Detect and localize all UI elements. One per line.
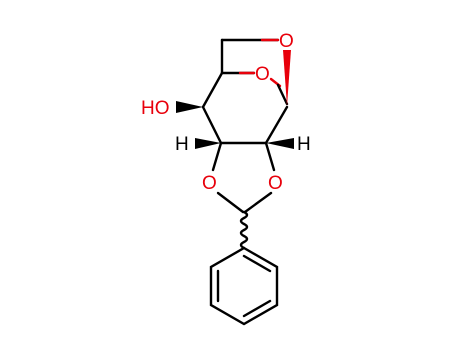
atom-o-dioxolane-left: O — [202, 173, 217, 194]
bond-acetal-phenyl-wavy — [239, 210, 249, 250]
bond-oleft-acetal — [216, 191, 245, 214]
atom-labels: O O HO H H O O — [141, 31, 311, 194]
bonds — [201, 38, 289, 326]
wedges — [176, 50, 294, 149]
atom-o-dioxolane-right: O — [268, 173, 283, 194]
bond-c2-c1 — [264, 105, 289, 145]
atom-hydroxyl: HO — [141, 98, 170, 119]
bond-oright-acetal — [243, 191, 273, 214]
wedge-c4-hydroxyl — [176, 101, 203, 113]
phenyl-double-2 — [242, 299, 272, 318]
atom-o-bridge: O — [279, 31, 294, 52]
atom-o-ring: O — [255, 64, 270, 85]
wedge-c2-h — [266, 138, 294, 149]
bond-c2-oright — [264, 141, 276, 172]
atom-h-left: H — [175, 134, 189, 155]
wedge-c1-obridge — [283, 50, 291, 106]
bond-c5-c4 — [201, 71, 224, 109]
bond-oring-c1 — [276, 83, 289, 106]
wedge-c3-h — [195, 138, 221, 149]
atom-h-right: H — [297, 134, 311, 155]
phenyl-ring — [209, 246, 279, 326]
bond-c3-oleft — [211, 141, 223, 172]
phenyl-double-1 — [242, 254, 272, 273]
bond-c4-c3 — [201, 105, 223, 145]
